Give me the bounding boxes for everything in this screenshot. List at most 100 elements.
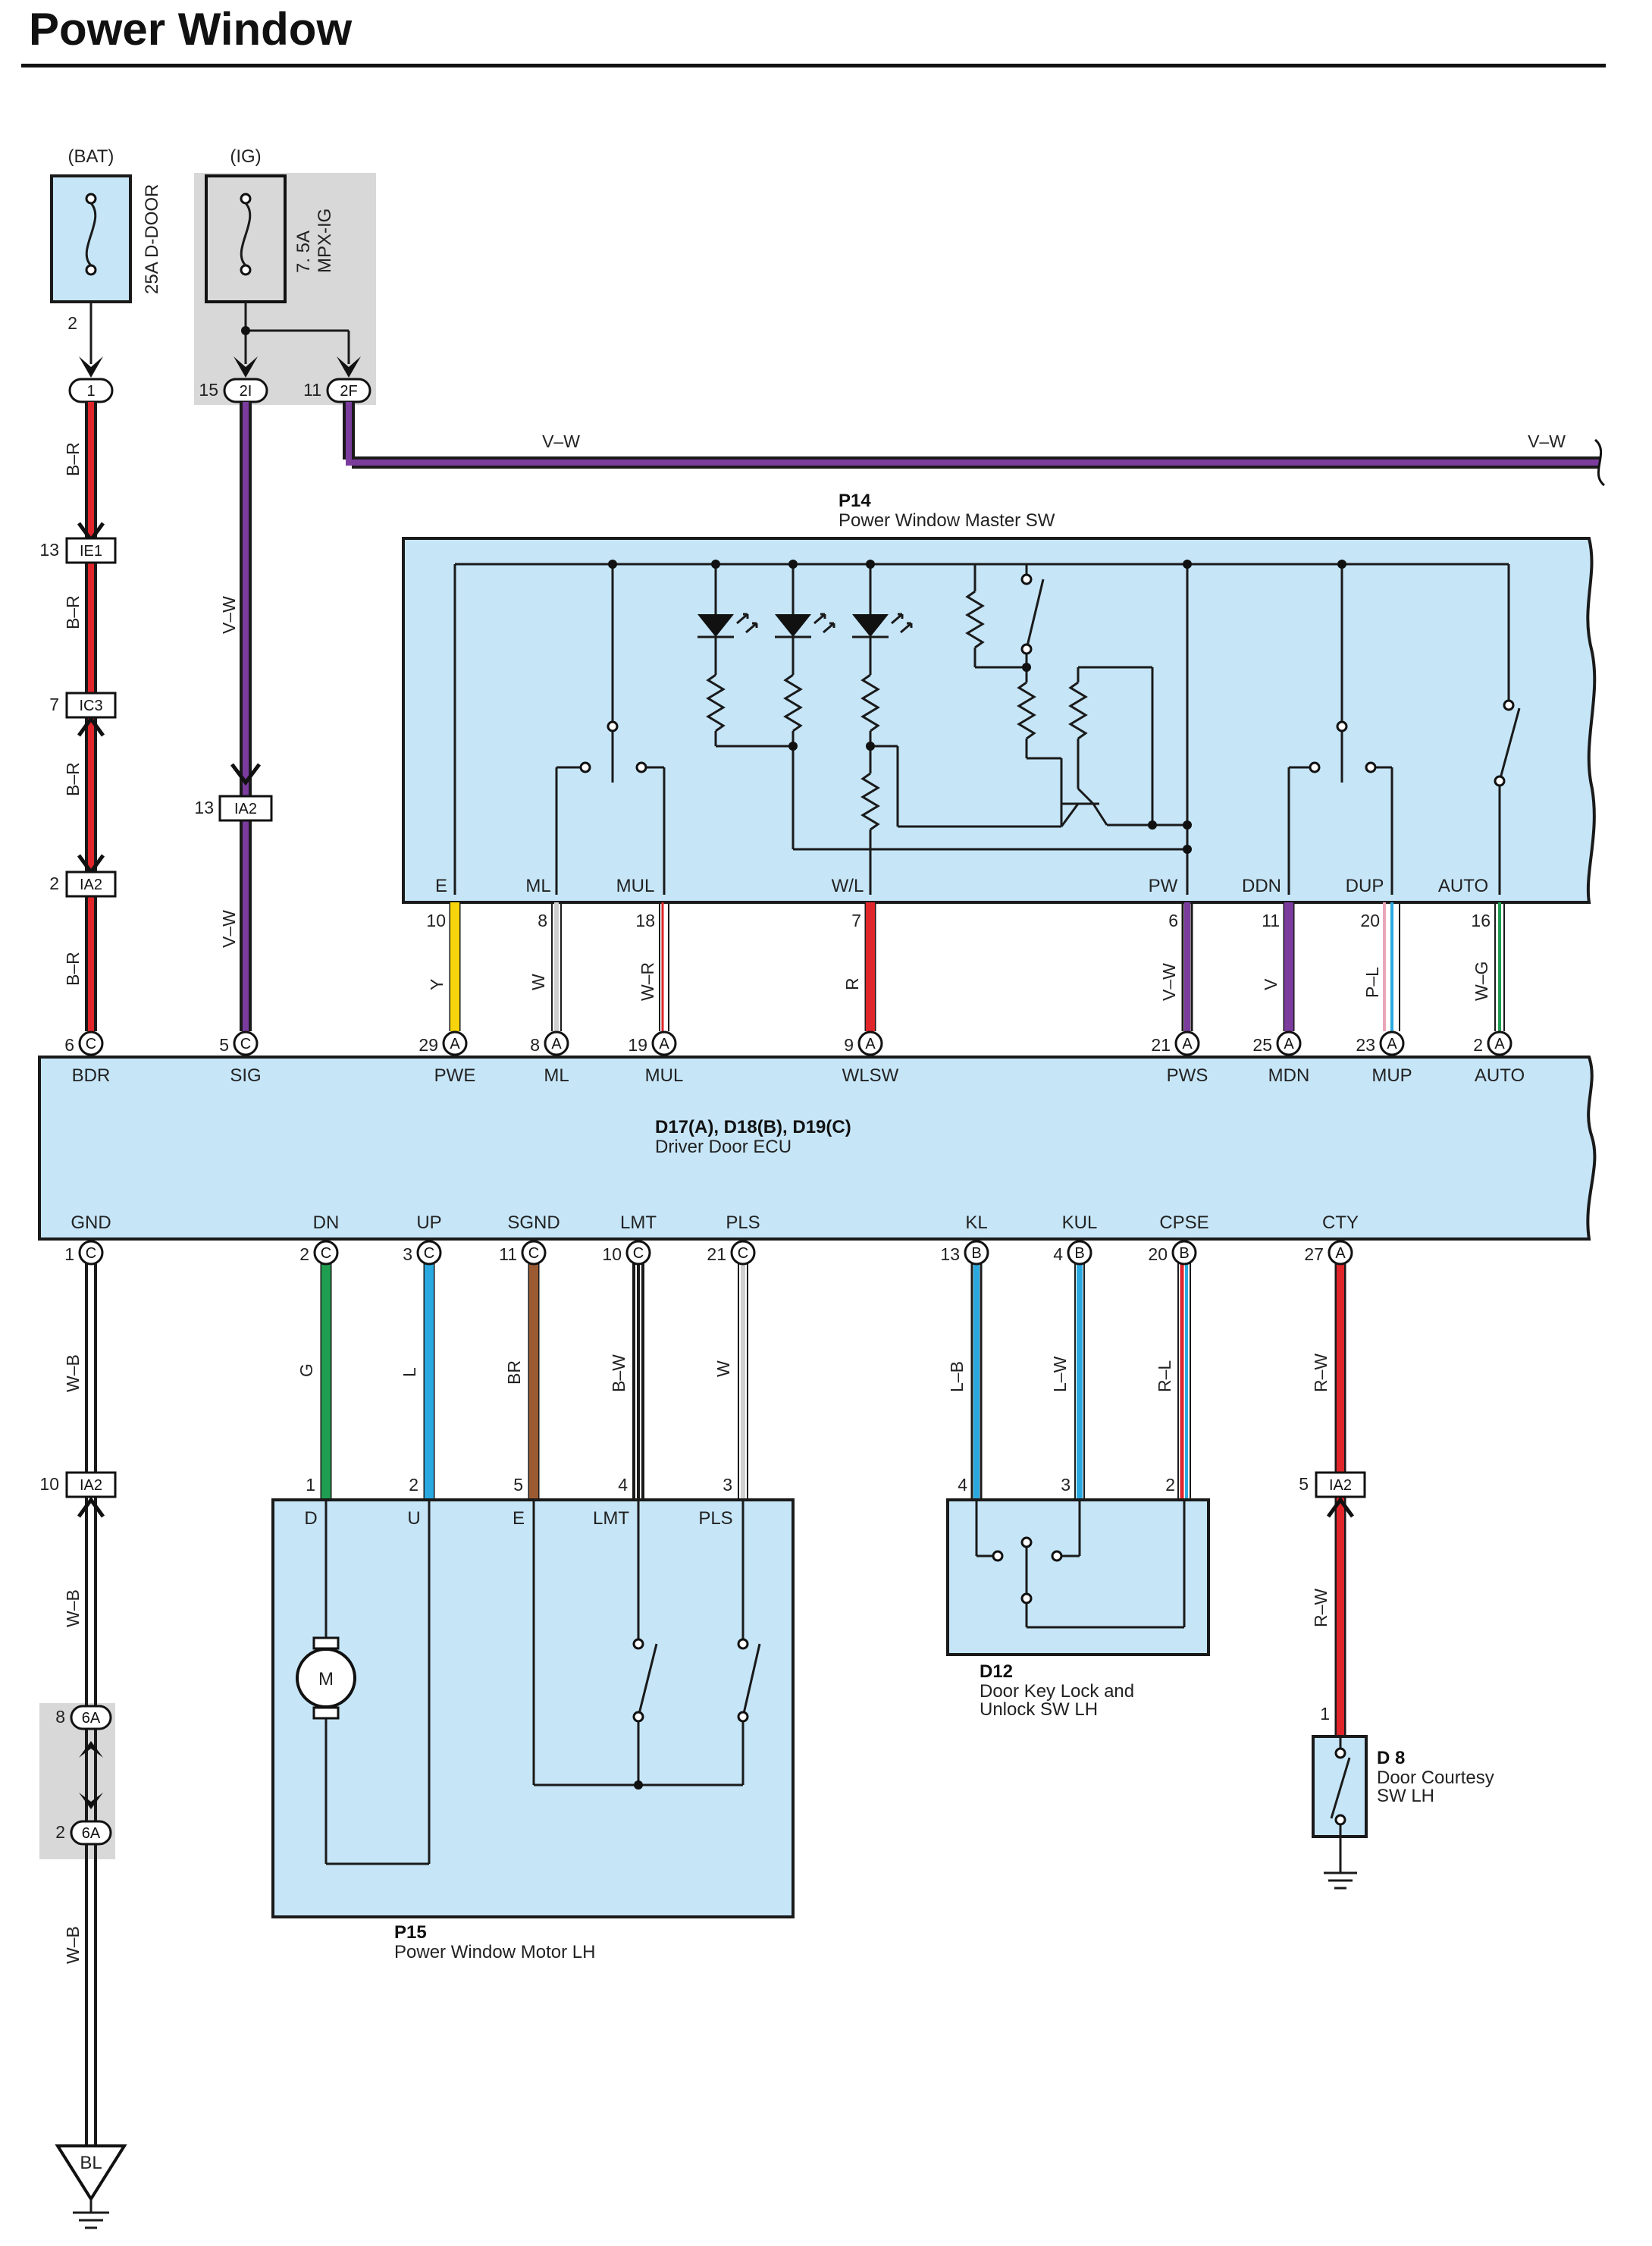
connector-6a <box>70 1705 112 1730</box>
wire-code: R–L <box>1155 1360 1174 1392</box>
wire-code: V–W <box>1528 431 1566 451</box>
ecu-pin: 5 <box>219 1035 229 1055</box>
p14-terminal-name: AUTO <box>1438 876 1488 896</box>
ecu-terminal-name: SGND <box>507 1212 560 1233</box>
ecu-conn: C <box>240 1036 251 1052</box>
wire-code: L–W <box>1050 1356 1070 1392</box>
p15-name: Power Window Motor LH <box>394 1942 595 1962</box>
d12-name-line2: Unlock SW LH <box>980 1699 1098 1720</box>
wire-code: W–R <box>638 962 657 1001</box>
p14-pin: 18 <box>635 911 655 930</box>
wire-code: R–W <box>1311 1354 1331 1392</box>
connector-ia2-id: IA2 <box>80 877 102 893</box>
p15-terminal-name: LMT <box>593 1508 629 1529</box>
connector-ia2 <box>65 1471 117 1498</box>
led-icon <box>697 613 758 638</box>
bat-label: (BAT) <box>68 146 114 167</box>
connector-ia2-pin: 10 <box>39 1474 59 1494</box>
p15-internals <box>324 1500 761 1865</box>
wire-code: B–R <box>63 595 83 629</box>
ecu-pin: 6 <box>64 1035 74 1055</box>
connector-ia2-id: IA2 <box>80 1477 102 1494</box>
ecu-terminal-name: AUTO <box>1475 1065 1525 1086</box>
ecu-terminal-name: MUP <box>1371 1065 1412 1086</box>
ecu-name: Driver Door ECU <box>655 1137 792 1157</box>
ecu-conn: A <box>1335 1245 1346 1262</box>
connector-ic3-pin: 7 <box>49 695 59 714</box>
ecu-pin: 23 <box>1356 1035 1375 1055</box>
ecu-terminal-name: SIG <box>230 1065 261 1086</box>
p14-pin: 7 <box>851 911 861 930</box>
wire-code: G <box>296 1363 316 1377</box>
p14-terminal-name: MUL <box>616 876 655 896</box>
connector-6a-pin: 8 <box>55 1707 65 1727</box>
ecu-terminal-name: DN <box>313 1212 340 1233</box>
connector-ia2 <box>65 870 117 898</box>
d12-internals <box>975 1500 1186 1629</box>
p14-terminal-name: DUP <box>1346 876 1384 896</box>
arrow-down-icon <box>79 1793 103 1809</box>
wire-code: V–W <box>219 910 239 948</box>
fuse-bat-label: 25A D-DOOR <box>142 184 162 294</box>
wire-code: B–W <box>609 1354 629 1392</box>
d8-name-line2: SW LH <box>1377 1786 1434 1806</box>
p14-open-contacts <box>579 573 1515 787</box>
d12-box <box>946 1498 1210 1656</box>
p15-id: P15 <box>394 1922 427 1943</box>
d8-pin: 1 <box>1320 1704 1330 1724</box>
ecu-pin: 21 <box>707 1244 726 1264</box>
wire-code: V–W <box>542 431 580 451</box>
ecu-pin: 2 <box>1473 1035 1483 1055</box>
d8-name-line1: Door Courtesy <box>1377 1768 1494 1788</box>
p14-terminal-name: ML <box>525 876 550 896</box>
wire-code: V–W <box>1159 963 1179 1001</box>
arrow-down-icon <box>337 356 361 378</box>
title-rule <box>21 64 1606 67</box>
connector-2i-id: 2I <box>240 383 252 400</box>
ecu-conn: A <box>659 1036 669 1052</box>
motor-icon <box>296 1636 356 1720</box>
connector-ic3 <box>65 692 117 719</box>
p15-terminal-name: U <box>407 1508 420 1529</box>
bat-fuse-box <box>50 174 132 303</box>
wire-code: V <box>1261 978 1281 990</box>
ecu-conn: C <box>424 1245 434 1262</box>
fuse-icon <box>240 202 252 267</box>
p14-terminal-name: E <box>435 876 447 896</box>
connector-ia2-pin: 13 <box>194 798 214 817</box>
p14-terminal-name: PW <box>1149 876 1178 896</box>
wire-code: BR <box>504 1360 524 1385</box>
p15-terminal-name: E <box>513 1508 525 1529</box>
ecu-pin: 13 <box>940 1244 960 1264</box>
wire-code: B–R <box>63 762 83 796</box>
ig-label: (IG) <box>230 146 261 167</box>
ecu-conn: B <box>971 1245 981 1262</box>
ecu-pin: 10 <box>602 1244 622 1264</box>
wire-code: W–B <box>63 1926 83 1964</box>
arrow-down-icon <box>234 356 258 378</box>
ecu-pin: 2 <box>299 1244 309 1264</box>
connector-ie1-id: IE1 <box>80 543 102 560</box>
ecu-terminal-name: BDR <box>72 1065 111 1086</box>
wire-code: L–B <box>947 1361 967 1392</box>
ecu-conn: C <box>738 1245 748 1262</box>
ecu-conn: C <box>86 1036 96 1052</box>
ecu-conn: A <box>1284 1036 1294 1052</box>
ecu-terminal-name: CPSE <box>1159 1212 1208 1233</box>
ecu-pin: 11 <box>499 1244 517 1264</box>
p15-terminal-name: PLS <box>698 1508 732 1529</box>
d8-id: D 8 <box>1377 1748 1405 1768</box>
ecu-pin: 25 <box>1252 1035 1272 1055</box>
ecu-terminal-name: PLS <box>726 1212 760 1233</box>
ecu-terminal-name: CTY <box>1322 1212 1359 1233</box>
ecu-conn: A <box>450 1036 460 1052</box>
wire-code: R <box>842 977 862 990</box>
connector-ia2 <box>218 795 273 822</box>
connector-2i-pin: 15 <box>199 380 218 400</box>
connector-2f-id: 2F <box>340 383 357 400</box>
p14-name: Power Window Master SW <box>839 510 1055 531</box>
wire-code: Y <box>427 979 447 990</box>
p15-pin: 3 <box>723 1475 732 1495</box>
ecu-pin: 19 <box>628 1035 647 1055</box>
ecu-terminal-name: ML <box>544 1065 569 1086</box>
